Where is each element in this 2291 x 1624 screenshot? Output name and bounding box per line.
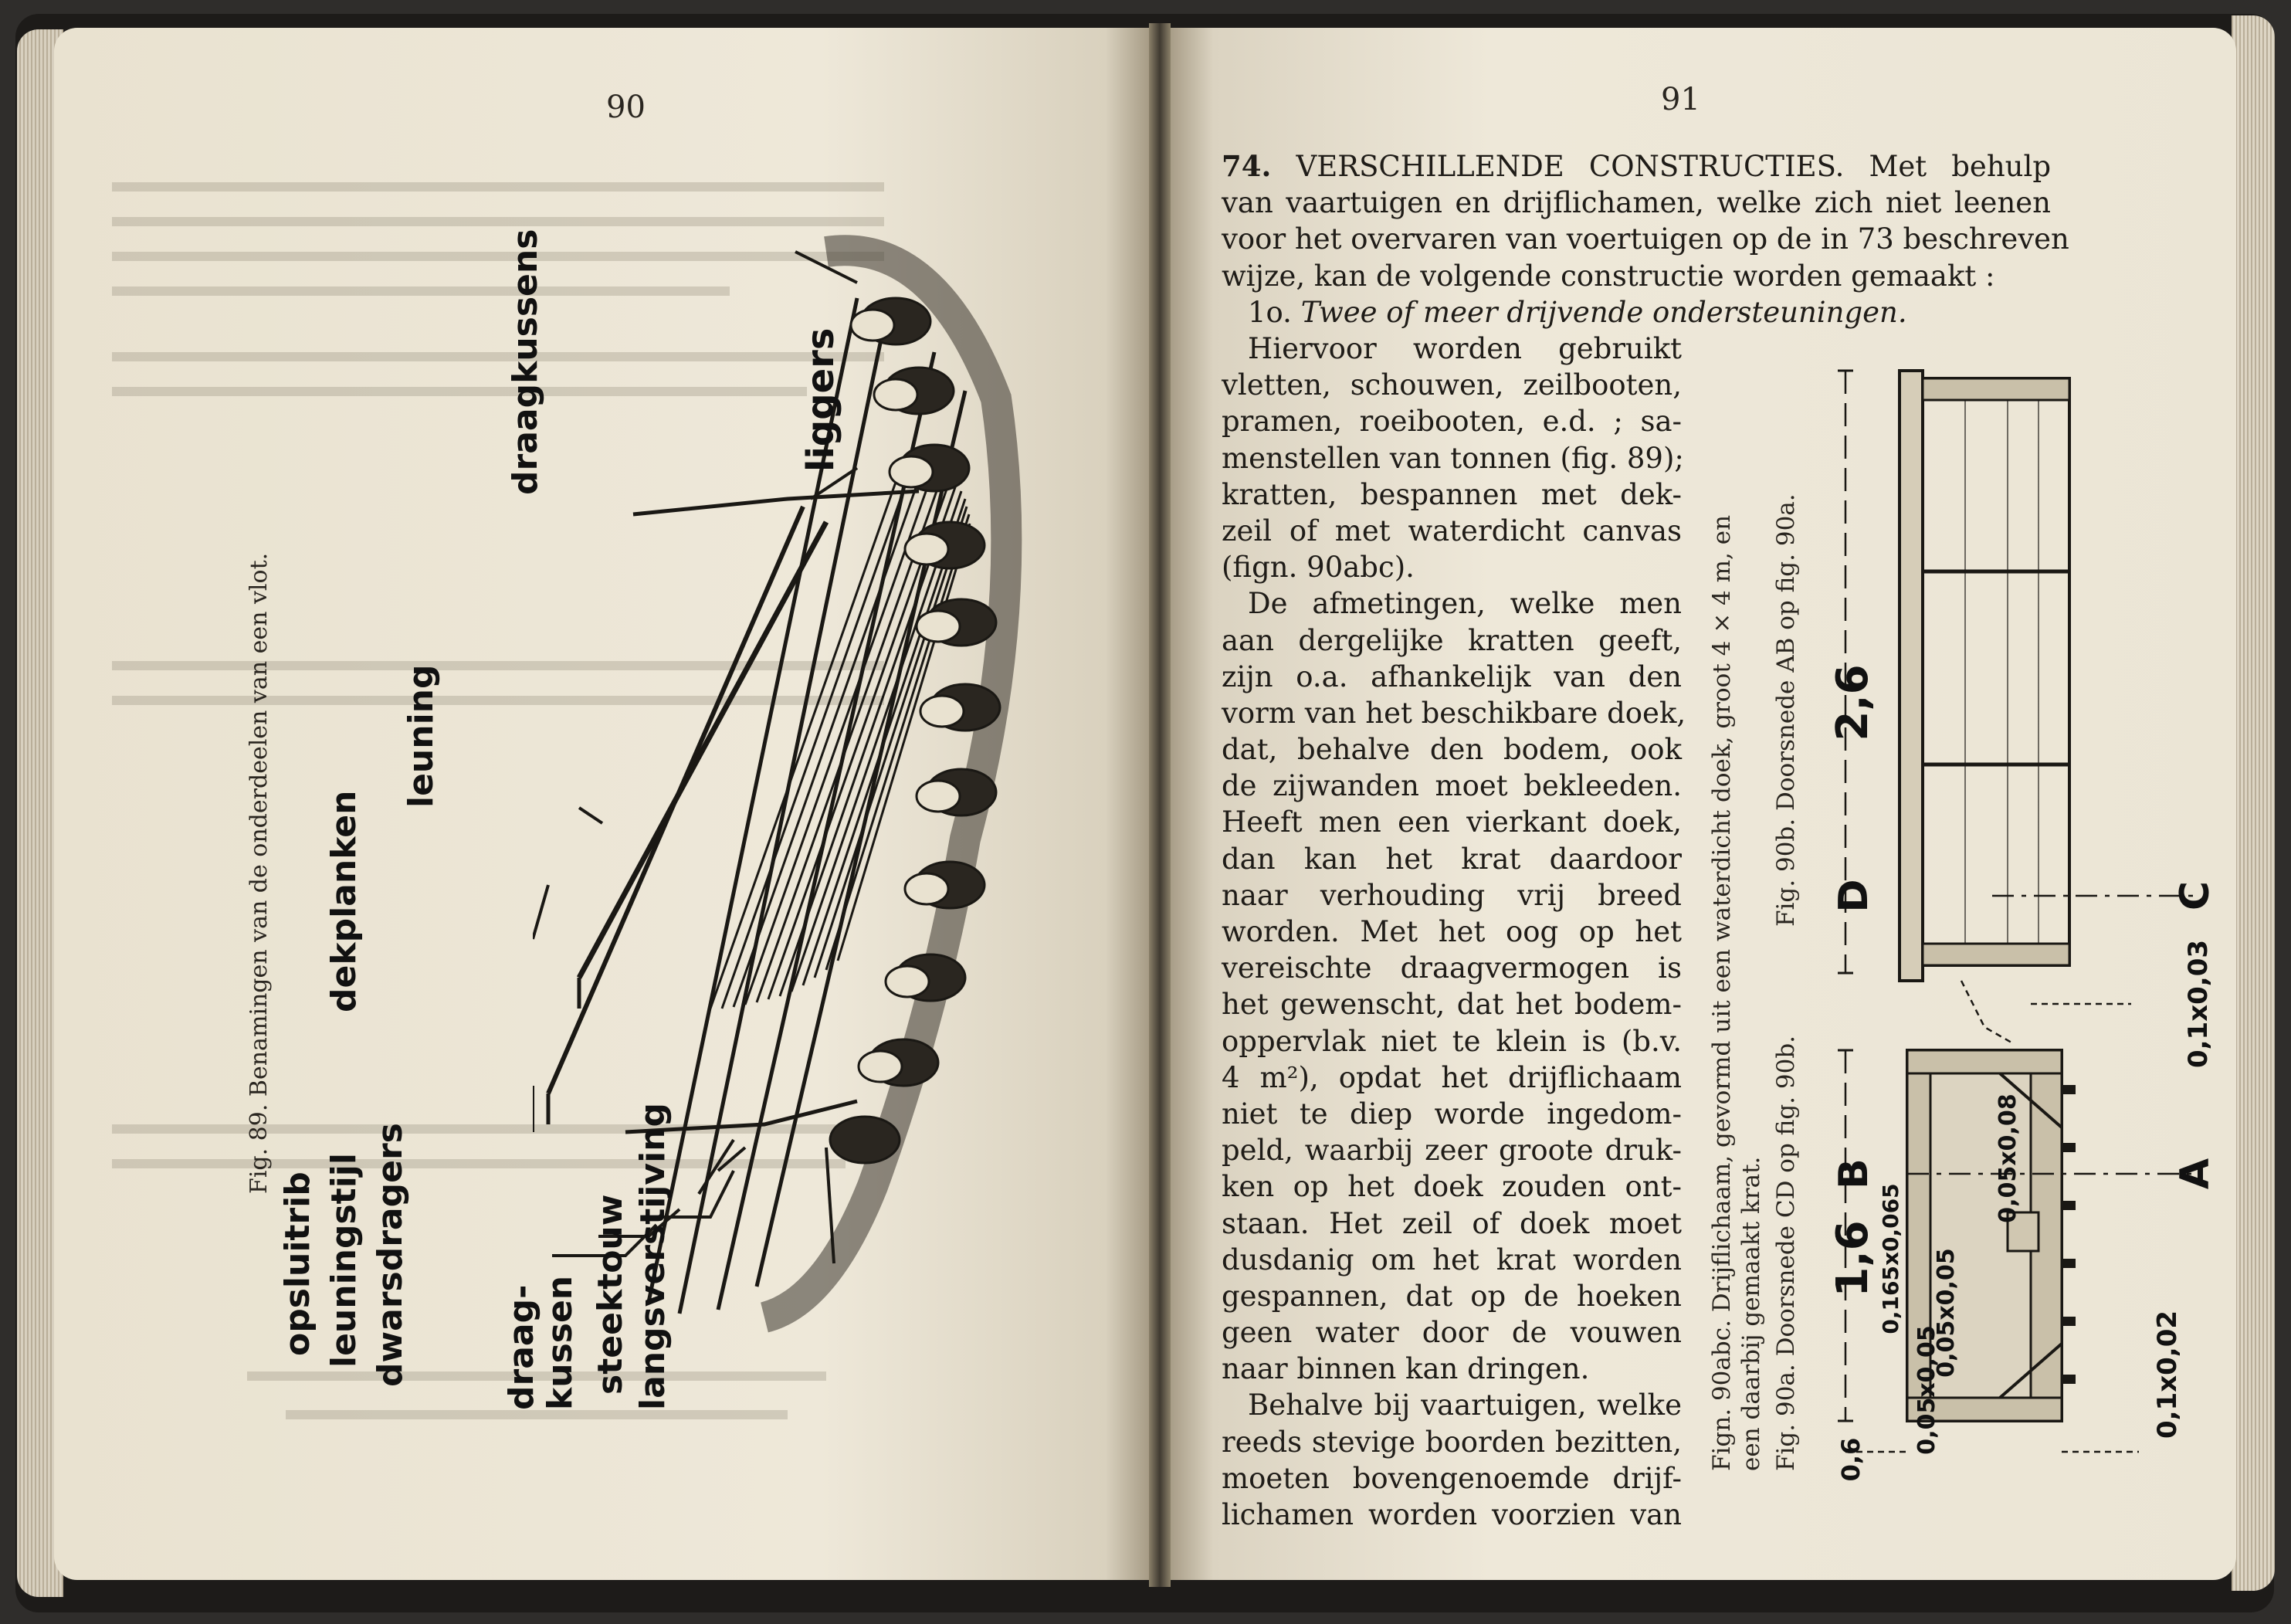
body-line: menstellen van tonnen (fig. 89); — [1222, 441, 1684, 475]
body-line: dan kan het krat daardoor — [1222, 842, 1682, 876]
figure-caption-90a: Fig. 90a. Doorsnede CD op fig. 90b. — [1772, 1035, 1800, 1471]
body-line: Behalve bij vaartuigen, welke — [1248, 1388, 1682, 1422]
page-number: 90 — [606, 90, 646, 125]
body-line: kratten, bespannen met dek- — [1222, 477, 1682, 511]
body-line: de zijwanden moet bekleeden. — [1222, 769, 1682, 803]
label-D: D — [1831, 879, 1877, 912]
body-line: zijn o.a. afhankelijk van den — [1222, 659, 1682, 693]
dim-2-6: 2,6 — [1828, 664, 1878, 741]
body-line: (fign. 90abc). — [1222, 551, 1415, 585]
body-line: worden. Met het oog op het — [1222, 915, 1682, 948]
label-B: B — [1831, 1158, 1877, 1189]
figure-caption: Fig. 89. Benamingen van de onderdeelen v… — [246, 552, 273, 1194]
bleed-through — [112, 182, 884, 1419]
dim-0-05x0-05-a: 0,05x0,05 — [1933, 1248, 1960, 1377]
dim-0-05x0-08: 0,05x0,08 — [1994, 1093, 2022, 1222]
heading-line-1: 74. VERSCHILLENDE CONSTRUCTIES. Met behu… — [1222, 149, 2052, 183]
body-line: De afmetingen, welke men — [1248, 587, 1682, 621]
label-dwarsdragers: dwarsdragers — [371, 1123, 410, 1387]
heading-line-4: wijze, kan de volgende constructie worde… — [1222, 259, 1995, 293]
body-line: zeil of met waterdicht canvas — [1222, 514, 1682, 548]
body-line: gespannen, dat op de hoeken — [1222, 1279, 1682, 1313]
section-number: 74. — [1222, 149, 1272, 183]
label-liggers: liggers — [799, 327, 842, 472]
body-line: naar binnen kan dringen. — [1222, 1352, 1590, 1386]
heading-line-3: voor het overvaren van voertuigen op de … — [1222, 222, 2069, 256]
heading-line-2: van vaartuigen en drijflichamen, welke z… — [1222, 186, 2051, 220]
body-line: naar verhouding vrij breed — [1222, 878, 1682, 912]
body-line: aan dergelijke kratten geeft, — [1222, 623, 1682, 657]
label-opsluitrib: opsluitrib — [278, 1171, 317, 1356]
body-line: Hiervoor worden gebruikt — [1248, 332, 1682, 365]
body-text-column: Hiervoor worden gebruikt vletten, schouw… — [1222, 331, 1686, 1533]
book-gutter — [1149, 23, 1171, 1587]
crate-section-drawing: 2,6 D C 0,1x0,03 B A 1,6 0,05x0,08 0,165… — [1828, 369, 2216, 1482]
body-line: het gewenscht, dat het bodem- — [1222, 988, 1682, 1022]
body-line: dusdanig om het krat worden — [1222, 1243, 1682, 1276]
figure-caption-90abc-cont: een daarbij gemaakt krat. — [1737, 1156, 1765, 1471]
figure-caption-90b: Fig. 90b. Doorsnede AB op fig. 90a. — [1772, 493, 1800, 927]
body-line: reeds stevige boorden bezitten, — [1222, 1425, 1682, 1459]
body-line: vereischte draagvermogen is — [1222, 951, 1682, 985]
body-line: lichamen worden voorzien van — [1222, 1498, 1682, 1531]
subheading: 1o. Twee of meer drijvende ondersteuning… — [1248, 295, 1907, 329]
body-line: geen water door de vouwen — [1222, 1316, 1682, 1350]
section-heading-block: 74. VERSCHILLENDE CONSTRUCTIES. Met behu… — [1222, 148, 2069, 331]
body-line: 4 m²), opdat het drijflichaam — [1222, 1060, 1682, 1094]
label-leuning: leuning — [402, 664, 441, 808]
body-line: staan. Het zeil of doek moet — [1222, 1206, 1682, 1240]
label-steektouw: steektouw — [591, 1194, 630, 1395]
label-draagkussen-1: draag- — [502, 1284, 541, 1410]
body-line: niet te diep worde ingedom- — [1222, 1097, 1682, 1131]
page-edges-right — [2232, 15, 2275, 1591]
figure-caption-90abc: Fign. 90abc. Drijflichaam, gevormd uit e… — [1708, 514, 1736, 1471]
body-line: moeten bovengenoemde drijf- — [1222, 1461, 1682, 1495]
left-page: 90 Fig. 89. Benamingen van de onderdeele… — [54, 28, 1149, 1580]
dim-1-6: 1,6 — [1828, 1220, 1878, 1297]
dim-0-05x0-05-b: 0,05x0,05 — [1913, 1325, 1940, 1454]
label-A: A — [2172, 1158, 2216, 1189]
body-line: oppervlak niet te klein is (b.v. — [1222, 1024, 1682, 1058]
label-draagkussens: draagkussens — [506, 229, 545, 495]
body-line: vletten, schouwen, zeilbooten, — [1222, 368, 1682, 402]
body-line: peld, waarbij zeer groote druk- — [1222, 1134, 1682, 1168]
page-number: 91 — [1661, 82, 1700, 117]
label-draagkussen-2: kussen — [541, 1275, 580, 1410]
dim-0-6: 0,6 — [1836, 1438, 1866, 1482]
body-line: vorm van het beschikbare doek, — [1222, 696, 1686, 730]
body-line: ken op het doek zouden ont- — [1222, 1170, 1682, 1204]
label-langsverstijving: langsverstijving — [633, 1103, 673, 1410]
label-leuningstijl: leuningstijl — [324, 1153, 364, 1368]
body-line: Heeft men een vierkant doek, — [1222, 805, 1682, 839]
dim-0-165x0-065: 0,165x0,065 — [1878, 1183, 1903, 1334]
label-C: C — [2172, 881, 2216, 910]
dim-0-1x0-03: 0,1x0,03 — [2183, 940, 2214, 1068]
label-dekplanken: dekplanken — [324, 790, 364, 1012]
body-line: pramen, roeibooten, e.d. ; sa- — [1222, 405, 1682, 439]
raft-illustration — [533, 235, 1022, 1333]
dim-0-1x0-02: 0,1x0,02 — [2152, 1310, 2183, 1439]
body-line: dat, behalve den bodem, ook — [1222, 733, 1682, 767]
